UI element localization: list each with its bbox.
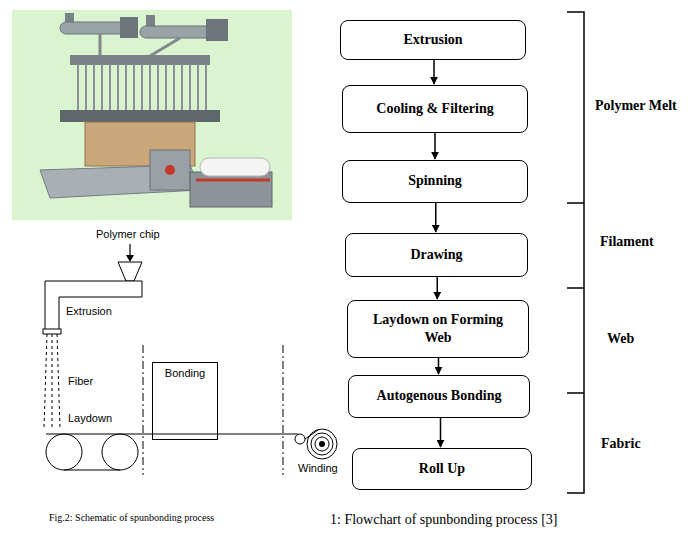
spinneret xyxy=(43,329,61,334)
zone-separator xyxy=(143,345,283,475)
bonding-box: Bonding xyxy=(152,362,218,440)
flow-arrow xyxy=(440,418,442,447)
box-text: Roll Up xyxy=(419,460,465,478)
box-text: Extrusion xyxy=(403,31,462,49)
frame xyxy=(60,110,220,122)
part-label: Polymer chip xyxy=(96,228,160,240)
box-text: Laydown on Forming Web xyxy=(366,311,510,347)
flow-arrow xyxy=(438,358,440,374)
conveyor-roller xyxy=(46,434,82,470)
calender xyxy=(150,150,190,190)
box-text: Autogenous Bonding xyxy=(377,387,502,405)
melt-pipe xyxy=(100,34,180,56)
box-text: Cooling & Filtering xyxy=(376,100,493,118)
flow-arrow xyxy=(435,203,437,232)
box-text: Bonding xyxy=(165,367,205,379)
conveyor-belt xyxy=(64,470,120,471)
feed-arrow xyxy=(129,244,130,256)
box-text: Drawing xyxy=(410,246,462,264)
part-label: Fiber xyxy=(68,375,93,387)
flow-arrow xyxy=(437,277,439,299)
guide-roller xyxy=(295,434,305,444)
fabric-roll xyxy=(200,158,270,176)
quench-tubes xyxy=(78,65,206,110)
stage-label: Filament xyxy=(600,234,654,250)
process-box: Roll Up xyxy=(352,448,532,490)
stage-label: Fabric xyxy=(601,436,641,452)
part-label: Winding xyxy=(298,462,338,474)
winding-roll xyxy=(315,437,329,451)
motor xyxy=(206,19,228,41)
winding-core xyxy=(319,441,325,447)
stage-bracket xyxy=(567,12,584,493)
process-box: Drawing xyxy=(345,233,528,277)
winder-roller xyxy=(196,179,270,182)
stage-label: Polymer Melt xyxy=(595,98,677,114)
process-box: Extrusion xyxy=(340,20,526,60)
box-text: Spinning xyxy=(408,172,462,190)
part-label: Laydown xyxy=(68,412,112,424)
extruder-symbol xyxy=(45,281,142,330)
feed-arrowhead xyxy=(126,255,134,262)
figure-caption: Fig.2: Schematic of spunbonding process xyxy=(49,512,214,523)
winding-roll xyxy=(311,433,333,455)
web-line xyxy=(46,434,298,435)
fiber-lines xyxy=(44,334,60,428)
winder xyxy=(190,172,272,207)
conveyor-roller xyxy=(102,434,138,470)
illustration-panel xyxy=(12,10,292,220)
flow-arrow xyxy=(433,60,435,84)
part-label: Extrusion xyxy=(66,305,112,317)
process-box: Autogenous Bonding xyxy=(348,375,530,418)
gear-box xyxy=(120,17,138,38)
process-box: Laydown on Forming Web xyxy=(347,300,529,358)
stage-label: Web xyxy=(607,331,634,347)
process-box: Cooling & Filtering xyxy=(342,85,528,133)
figure-caption: 1: Flowchart of spunbonding process [3] xyxy=(330,512,557,528)
hopper-symbol xyxy=(118,262,142,281)
flow-arrow xyxy=(434,133,436,159)
roller xyxy=(165,165,175,175)
spin-beam xyxy=(70,55,210,65)
winding-roll xyxy=(307,429,337,459)
process-box: Spinning xyxy=(342,160,528,203)
